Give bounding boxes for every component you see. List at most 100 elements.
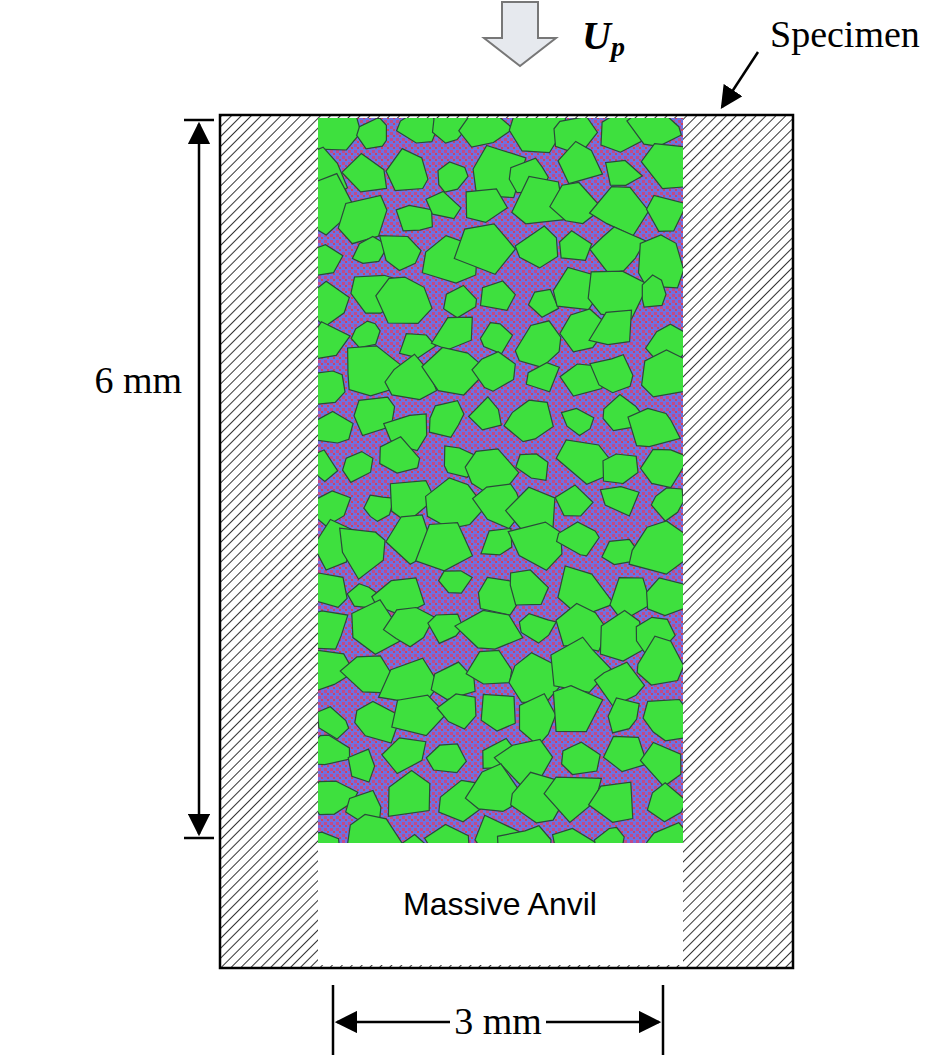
grain	[425, 825, 470, 844]
grain	[318, 611, 348, 649]
grain	[380, 236, 422, 271]
grain	[589, 782, 633, 822]
grain	[627, 118, 681, 146]
grain	[651, 488, 683, 521]
grain	[318, 371, 345, 405]
grain	[558, 141, 603, 183]
grain	[348, 749, 374, 782]
grain	[515, 321, 561, 368]
grain	[386, 149, 428, 191]
grain	[628, 408, 680, 446]
grain	[318, 832, 341, 843]
grain	[318, 411, 353, 443]
grain	[550, 183, 603, 224]
grain	[384, 608, 435, 647]
grain	[647, 578, 683, 616]
dimension-label: 6 mm	[94, 360, 182, 402]
grain	[318, 735, 350, 765]
grain	[343, 452, 373, 483]
grain	[439, 571, 473, 593]
grain	[318, 573, 347, 607]
grain	[380, 437, 420, 473]
grain	[606, 161, 643, 186]
grain	[637, 636, 683, 685]
grain	[603, 454, 638, 484]
grain	[472, 352, 515, 392]
leader-line	[722, 52, 758, 107]
grain	[629, 521, 683, 574]
dimension-tick	[184, 837, 214, 840]
grain	[431, 317, 472, 350]
grain	[608, 698, 639, 733]
grain	[642, 275, 666, 307]
grain	[376, 277, 432, 323]
part-name: Massive Anvil	[397, 885, 603, 924]
grain	[346, 814, 402, 843]
grain	[504, 400, 553, 441]
grain	[429, 401, 464, 438]
anvil-region	[318, 843, 683, 965]
grain	[647, 195, 684, 231]
grain	[562, 742, 601, 774]
grain	[426, 744, 466, 773]
grain	[455, 610, 523, 649]
grain	[318, 707, 349, 739]
grain	[561, 408, 593, 435]
load-arrow	[484, 2, 556, 66]
grain	[641, 449, 684, 487]
dimension-line	[198, 124, 201, 834]
grain	[560, 231, 592, 261]
grain	[431, 662, 475, 700]
grain	[340, 528, 385, 579]
grain	[444, 285, 477, 317]
specimen-grains	[318, 118, 683, 843]
grain	[438, 162, 468, 192]
dimension-tick	[332, 985, 335, 1055]
grain	[416, 523, 473, 571]
grain	[520, 694, 556, 746]
grain	[640, 743, 681, 787]
grain	[318, 245, 343, 276]
grain	[515, 226, 558, 268]
dimension-label: 3 mm	[450, 1001, 546, 1043]
grain	[510, 570, 548, 605]
grain	[590, 227, 646, 273]
grain	[400, 334, 436, 358]
grain	[589, 310, 631, 344]
grain	[604, 736, 648, 771]
grain	[318, 118, 361, 150]
grain	[437, 694, 476, 729]
grain	[498, 826, 552, 843]
grain	[481, 528, 512, 555]
grain	[364, 495, 394, 521]
dimension-tick	[662, 985, 665, 1055]
grain	[481, 694, 515, 731]
grain	[553, 686, 602, 732]
grain	[641, 144, 683, 189]
grain	[516, 454, 548, 480]
grain	[480, 323, 512, 354]
grain	[318, 281, 349, 326]
container-hatching	[220, 115, 793, 968]
grain	[526, 363, 559, 392]
grain	[357, 118, 387, 149]
grain	[481, 281, 516, 310]
specimen-matrix	[318, 118, 683, 843]
grain	[600, 487, 639, 516]
grain	[396, 205, 432, 231]
dimension-tick	[184, 119, 214, 122]
grain	[459, 118, 513, 147]
grain	[647, 783, 683, 822]
grain	[647, 823, 683, 843]
grain	[469, 397, 502, 430]
grain	[382, 738, 426, 774]
part-name: Specimen	[770, 14, 920, 56]
grain	[553, 828, 596, 843]
grain	[454, 224, 515, 274]
grain	[555, 485, 593, 516]
grain	[318, 322, 350, 359]
grain	[508, 522, 562, 570]
grain	[590, 187, 649, 236]
grain	[318, 450, 338, 481]
grain	[643, 700, 683, 741]
